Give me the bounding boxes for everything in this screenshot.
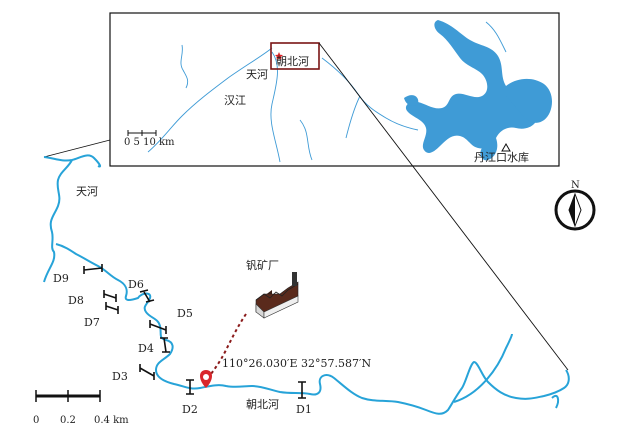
inset-river-main: [321, 57, 419, 131]
site-label-D6: D6: [128, 278, 144, 291]
factory-label: 钒矿厂: [246, 258, 279, 272]
site-marker-D3: [139, 364, 155, 380]
chaobeihe-label: 朝北河: [246, 398, 279, 411]
inset-river-trib-3: [485, 21, 507, 53]
inset-river-trib: [299, 119, 313, 161]
north-arrow-icon: [554, 189, 596, 231]
site-marker-D4: [160, 337, 170, 353]
chaobeihe-river: [55, 243, 570, 415]
inset-river-tianhe: [270, 51, 281, 163]
chaobeihe-tributary-2: [551, 394, 560, 409]
site-label-D5: D5: [177, 307, 193, 320]
site-marker-D8: [103, 290, 117, 302]
site-label-D8: D8: [68, 294, 84, 307]
tianhe-river: [43, 154, 102, 283]
inset-river-hanjiang: [147, 47, 273, 153]
connector-line-right: [318, 42, 569, 371]
reservoir-body: [405, 20, 540, 153]
site-marker-D5: [149, 320, 167, 334]
inset-scale-bar: [127, 130, 157, 136]
scale-tick-0: 0: [33, 415, 39, 426]
site-marker-D7: [105, 302, 119, 314]
site-label-D9: D9: [53, 272, 69, 285]
site-label-D1: D1: [296, 403, 312, 416]
north-label: N: [571, 180, 580, 191]
site-marker-D9: [83, 264, 103, 274]
inset-label-reservoir: 丹江口水库: [474, 151, 529, 164]
inset-river-trib-2: [345, 95, 361, 139]
inset-label-hanjiang: 汉江: [224, 94, 246, 107]
tianhe-label: 天河: [76, 185, 98, 198]
scale-tick-0-2: 0.2: [60, 415, 76, 426]
site-label-D3: D3: [112, 370, 128, 383]
site-marker-D1: [298, 381, 306, 399]
chaobeihe-tributary: [453, 333, 513, 403]
main-map: 钒矿厂 110°26.030′E 32°57.587′N 天河 朝北河 D9 D…: [33, 154, 596, 426]
factory-chimney: [292, 272, 297, 286]
reservoir-lobe-south: [480, 138, 498, 161]
reservoir-lobe-east: [506, 78, 552, 123]
sampling-markers: [83, 264, 306, 399]
connector-line-left: [43, 139, 111, 158]
inset-scale-text: 0 5 10 km: [124, 137, 175, 148]
inset-label-chaobeihe: 朝北河: [276, 55, 309, 68]
reservoir-lobe-west: [404, 95, 419, 106]
site-label-D7: D7: [84, 316, 100, 329]
inset-label-tianhe: 天河: [246, 68, 268, 81]
scale-tick-0-4: 0.4 km: [94, 415, 129, 426]
main-scale-ticks: [35, 390, 101, 402]
inset-rivers: [147, 21, 507, 163]
study-area-box: [270, 42, 320, 70]
inset-map: 朝北河 天河 汉江 丹江口水库 0 5 10 km: [109, 12, 560, 167]
factory-icon: [255, 272, 299, 319]
coordinate-label: 110°26.030′E 32°57.587′N: [222, 357, 371, 370]
location-pin-icon: [200, 370, 212, 388]
inset-river-north: [180, 44, 189, 89]
site-label-D4: D4: [138, 342, 154, 355]
main-scale-bar: [35, 390, 101, 402]
transport-route: [207, 313, 247, 379]
inset-scale-line: [127, 130, 157, 136]
reservoir-shape: [404, 20, 552, 161]
site-marker-D6: [139, 289, 155, 303]
site-marker-D2: [186, 379, 194, 395]
site-label-D2: D2: [182, 403, 198, 416]
triangle-marker-icon: [501, 142, 511, 152]
study-site-star-icon: [275, 52, 283, 60]
